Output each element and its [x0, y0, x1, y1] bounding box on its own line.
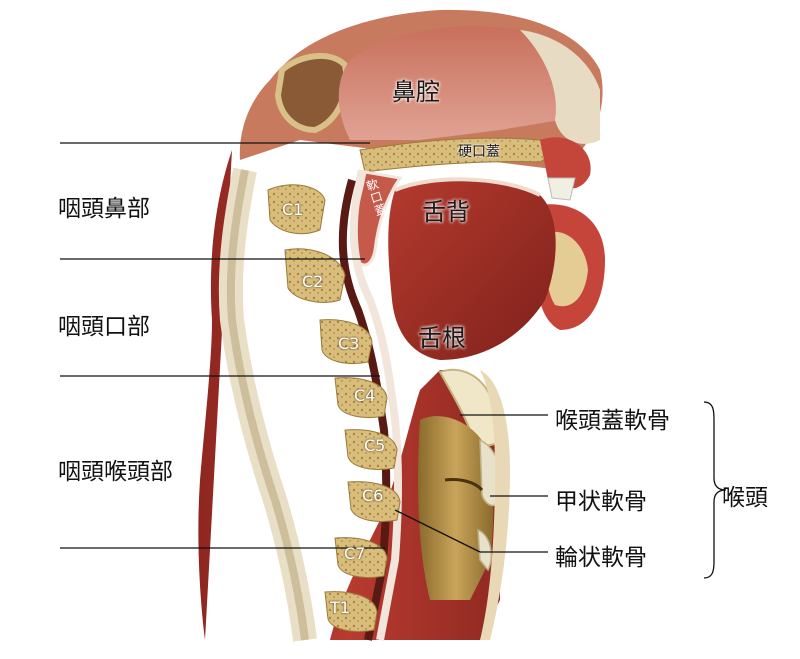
vertebra-body [347, 481, 401, 523]
vertebral-column [267, 184, 401, 633]
tongue-dorsum-label: 舌背 [422, 198, 470, 226]
vertebra-body [334, 377, 388, 419]
tongue-mucosa [394, 177, 541, 197]
vertebra-label: C1 [282, 200, 304, 219]
upper-lip [540, 137, 591, 201]
larynx-bracket [703, 401, 727, 579]
vertebra-body [324, 591, 378, 633]
laryngopharynx-label: 咽頭喉頭部 [58, 459, 173, 485]
leader-lines [60, 142, 727, 579]
thyroid-cartilage-label: 甲状軟骨 [555, 489, 647, 515]
vertebra-label: C3 [338, 334, 360, 353]
oropharynx-label: 咽頭口部 [58, 314, 150, 340]
vertebra-label: C2 [302, 272, 324, 291]
epiglottis-label: 喉頭蓋軟骨 [555, 408, 670, 434]
vertebra-body [344, 429, 398, 471]
vertebra-body [267, 184, 326, 235]
vocal-fold [444, 478, 484, 492]
nasopharynx-label: 咽頭鼻部 [58, 196, 150, 222]
vertebra-label: C4 [354, 386, 376, 405]
nose-cartilage [520, 30, 600, 144]
larynx [418, 368, 503, 600]
larynx-group-label: 喉頭 [722, 485, 768, 511]
vertebra-body [284, 248, 346, 303]
hard-palate-label: 硬口蓋 [458, 144, 500, 160]
nasal-cavity-label: 鼻腔 [392, 78, 440, 106]
vertebra-label: C7 [344, 544, 366, 563]
nasal-cavity-region [338, 26, 564, 140]
tongue [388, 179, 556, 360]
cricoid-cartilage-label: 輪状軟骨 [555, 545, 647, 571]
spinal-cord-core [226, 169, 309, 641]
cricoid-leader [394, 509, 481, 553]
vertebra-label: C6 [362, 486, 384, 505]
vertebra-label: T1 [330, 598, 350, 617]
larynx-lumen [418, 416, 494, 600]
vertebra-label: C5 [364, 436, 386, 455]
vertebra-body [319, 319, 373, 364]
tongue-root-label: 舌根 [418, 324, 466, 352]
anterior-neck [480, 370, 510, 640]
